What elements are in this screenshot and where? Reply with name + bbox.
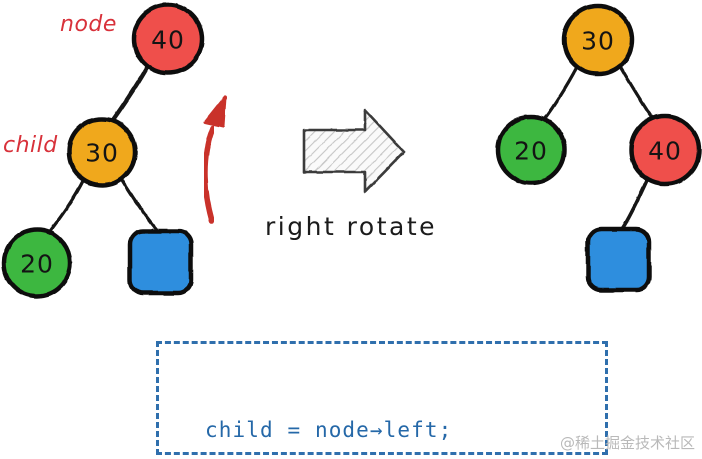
right-node-20-value: 20 — [514, 136, 548, 166]
code-snippet-lines: child = node→left; node→left = child→rig… — [205, 353, 535, 459]
right-node-40 — [628, 113, 702, 187]
rotation-arrow-red — [202, 95, 227, 224]
code-snippet-box: child = node→left; node→left = child→rig… — [156, 341, 608, 455]
right-tree-nodes — [495, 3, 702, 293]
watermark: @稀土掘金技术社区 — [560, 434, 696, 452]
right-node-null-square — [585, 226, 652, 293]
right-node-30-value: 30 — [581, 26, 615, 56]
operation-caption: right rotate — [265, 212, 438, 241]
code-line-1: child = node→left; — [205, 418, 453, 442]
left-node-20 — [1, 227, 73, 299]
label-child: child — [3, 133, 58, 158]
edge-30-to-20 — [46, 177, 86, 236]
edge-30-to-40-right — [618, 64, 657, 124]
right-rotate-arrow-icon — [302, 108, 406, 194]
left-node-30-value: 30 — [85, 138, 119, 168]
left-node-20-value: 20 — [20, 249, 54, 279]
edge-40-to-null-right — [620, 176, 650, 231]
edge-40-to-30 — [107, 59, 153, 127]
left-node-30 — [66, 116, 138, 188]
left-tree-nodes — [1, 2, 205, 299]
label-node: node — [60, 12, 117, 37]
right-node-20 — [495, 114, 567, 186]
left-node-null-square — [127, 228, 194, 296]
left-node-40 — [131, 2, 205, 76]
edge-30-to-null — [120, 178, 160, 233]
edge-30-to-20-right — [540, 63, 580, 124]
left-node-40-value: 40 — [151, 25, 185, 55]
right-node-40-value: 40 — [648, 136, 682, 166]
right-node-30 — [561, 3, 635, 77]
